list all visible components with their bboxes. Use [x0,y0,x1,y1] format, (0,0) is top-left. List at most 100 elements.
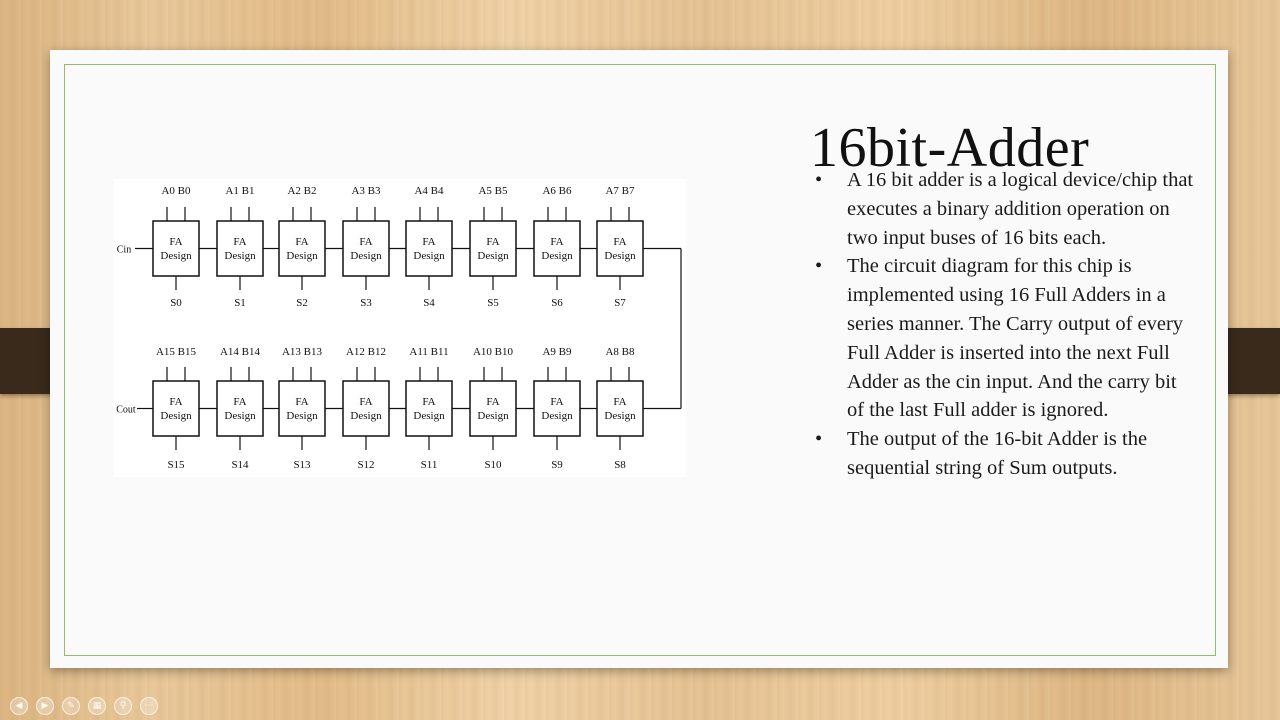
fa-label: FA [359,396,372,408]
fa-design-label: Design [604,410,636,422]
fa-label: FA [233,236,246,248]
fa-label: FA [295,236,308,248]
fa-label: FA [486,396,499,408]
bullet-item: • A 16 bit adder is a logical device/chip… [815,166,1195,252]
input-label: A11 B11 [409,346,448,358]
fa-design-label: Design [350,250,382,262]
fa-design-label: Design [604,250,636,262]
fa-block [469,220,517,277]
fa-label: FA [359,236,372,248]
fa-design-label: Design [286,250,318,262]
fa-label: FA [613,236,626,248]
sum-label: S15 [167,459,185,471]
input-label: A8 B8 [605,346,635,358]
fa-design-label: Design [160,250,192,262]
input-label: A2 B2 [287,185,316,197]
fa-block [152,380,200,437]
fa-label: FA [169,236,182,248]
zoom-icon[interactable]: ⚲ [114,697,132,715]
sum-label: S1 [234,297,246,309]
input-label: A0 B0 [161,185,191,197]
fa-block [533,220,581,277]
bullet-list: • A 16 bit adder is a logical device/chip… [815,166,1195,483]
bullet-item: • The output of the 16-bit Adder is the s… [815,425,1195,483]
fa-design-label: Design [224,250,256,262]
bullet-text: A 16 bit adder is a logical device/chip … [847,169,1194,249]
sum-label: S8 [614,459,626,471]
input-label: A9 B9 [542,346,572,358]
fa-block [278,220,326,277]
fa-design-label: Design [350,410,382,422]
fa-design-label: Design [413,250,445,262]
bullet-text: The output of the 16-bit Adder is the se… [847,428,1148,479]
sum-label: S9 [551,459,563,471]
fa-block [216,380,264,437]
fa-label: FA [295,396,308,408]
sum-label: S13 [293,459,311,471]
fa-block [342,220,390,277]
sum-label: S2 [296,297,308,309]
input-label: A6 B6 [542,185,572,197]
input-label: A4 B4 [414,185,444,197]
fa-design-label: Design [541,410,573,422]
bullet-item: • The circuit diagram for this chip is im… [815,252,1195,425]
fa-block [216,220,264,277]
fa-design-label: Design [477,410,509,422]
next-icon[interactable]: ▶ [36,697,54,715]
sum-label: S6 [551,297,563,309]
fa-label: FA [169,396,182,408]
input-label: A13 B13 [282,346,323,358]
fa-label: FA [422,236,435,248]
sum-label: S12 [357,459,374,471]
fa-design-label: Design [160,410,192,422]
fa-block [596,380,644,437]
input-label: A14 B14 [220,346,261,358]
bullet-marker: • [815,169,823,191]
slide-border [64,64,1216,656]
fa-block [278,380,326,437]
input-label: A10 B10 [473,346,514,358]
fa-label: FA [613,396,626,408]
input-label: A5 B5 [478,185,508,197]
fa-design-label: Design [286,410,318,422]
sum-label: S4 [423,297,435,309]
sum-label: S7 [614,297,626,309]
sum-label: S0 [170,297,182,309]
fa-block [533,380,581,437]
slideshow-nav: ◀ ▶ ✎ ▦ ⚲ ⋯ [10,697,158,715]
sum-label: S14 [231,459,249,471]
fa-block [596,220,644,277]
fa-design-label: Design [413,410,445,422]
fa-label: FA [233,396,246,408]
cin-label: Cin [117,245,131,256]
bullet-marker: • [815,428,823,451]
input-label: A15 B15 [156,346,197,358]
input-label: A3 B3 [351,185,381,197]
fa-block [405,220,453,277]
sum-label: S11 [421,459,438,471]
fa-block [342,380,390,437]
fa-block [469,380,517,437]
bullet-marker: • [815,255,823,278]
fa-label: FA [550,396,563,408]
more-icon[interactable]: ⋯ [140,697,158,715]
input-label: A1 B1 [225,185,254,197]
sum-label: S5 [487,297,499,309]
prev-icon[interactable]: ◀ [10,697,28,715]
slides-icon[interactable]: ▦ [88,697,106,715]
fa-design-label: Design [541,250,573,262]
fa-design-label: Design [224,410,256,422]
input-label: A12 B12 [346,346,386,358]
cout-label: Cout [116,405,136,416]
pen-icon[interactable]: ✎ [62,697,80,715]
fa-label: FA [422,396,435,408]
fa-block [405,380,453,437]
sum-label: S3 [360,297,372,309]
bullet-text: The circuit diagram for this chip is imp… [847,255,1184,422]
slide-title: 16bit-Adder [810,117,1090,179]
fa-design-label: Design [477,250,509,262]
sum-label: S10 [484,459,502,471]
